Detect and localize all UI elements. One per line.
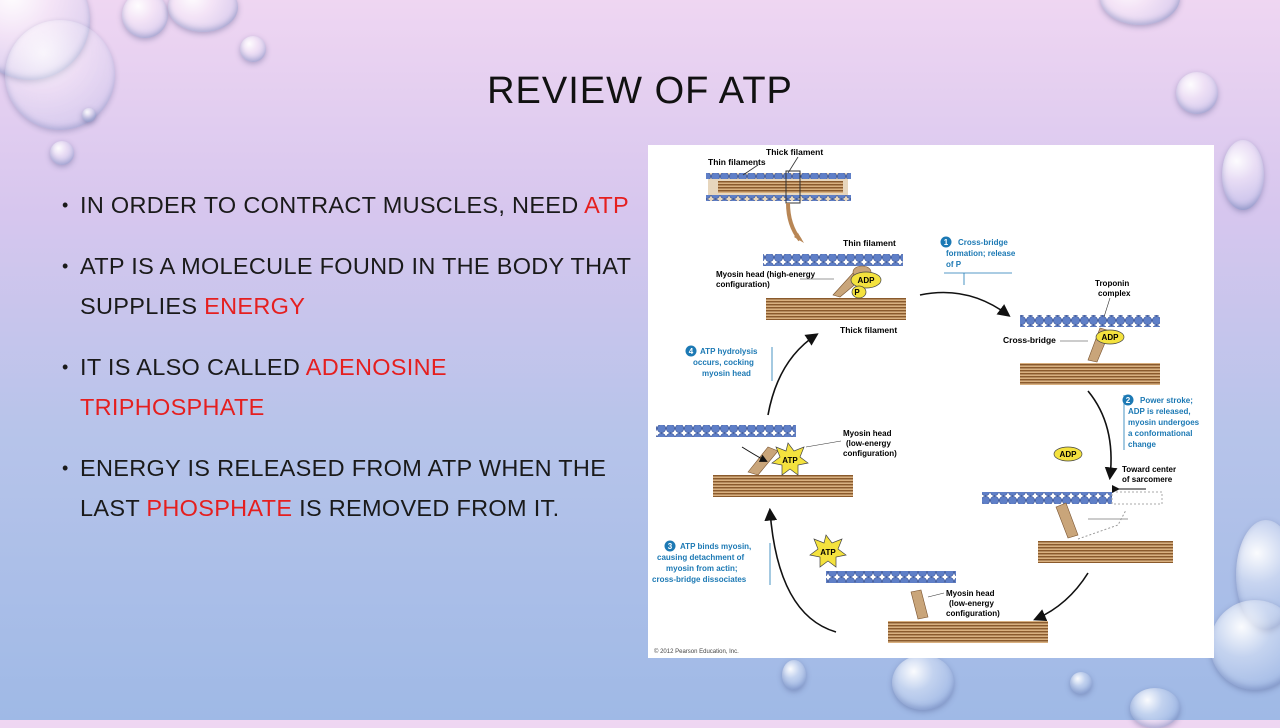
cross-bridge-cycle-figure: Thick filament Thin filaments ADP P Thin…: [648, 145, 1214, 658]
pi-badge: P: [854, 288, 860, 297]
label-thick-filament: Thick filament: [840, 325, 897, 335]
bubble-decoration: [782, 660, 806, 690]
svg-text:ATP binds myosin,: ATP binds myosin,: [680, 542, 751, 551]
step-2-caption: 2 Power stroke; ADP is released, myosin …: [1122, 394, 1200, 450]
svg-text:myosin undergoes: myosin undergoes: [1128, 418, 1200, 427]
bubble-decoration: [1130, 688, 1180, 728]
svg-text:change: change: [1128, 440, 1157, 449]
label-thick-filament-top: Thick filament: [766, 147, 823, 157]
svg-text:causing detachment of: causing detachment of: [657, 553, 744, 562]
adp-badge: ADP: [858, 276, 876, 285]
label-toward-center-2: of sarcomere: [1122, 475, 1173, 484]
svg-text:of P: of P: [946, 260, 962, 269]
bubble-decoration: [892, 655, 954, 710]
cross-bridge-cycle-diagram: Thick filament Thin filaments ADP P Thin…: [652, 147, 1200, 655]
svg-text:cross-bridge dissociates: cross-bridge dissociates: [652, 575, 747, 584]
stage-atp-hydrolysis: ATP Myosin head (low-energy configuratio…: [656, 425, 897, 497]
bubble-decoration: [1222, 140, 1264, 210]
stage-cross-bridge-attached: ADP Troponin complex Cross-bridge: [1003, 279, 1160, 385]
svg-text:Power stroke;: Power stroke;: [1140, 396, 1193, 405]
label-troponin-1: Troponin: [1095, 279, 1129, 288]
svg-text:occurs, cocking: occurs, cocking: [693, 358, 754, 367]
label-myosin-high-1: Myosin head (high-energy: [716, 270, 816, 279]
adp-badge: ADP: [1060, 450, 1078, 459]
label-toward-center-1: Toward center: [1122, 465, 1176, 474]
label-troponin-2: complex: [1098, 289, 1131, 298]
label-thin-filaments: Thin filaments: [708, 157, 766, 167]
label-thin-filament: Thin filament: [843, 238, 896, 248]
bubble-decoration: [1210, 600, 1280, 690]
bullet-item: •It is also called adenosine triphosphat…: [62, 347, 637, 427]
bubble-decoration: [240, 36, 266, 62]
highlight-term: energy: [204, 293, 306, 319]
stage-power-stroke: Toward center of sarcomere ADP: [982, 446, 1176, 563]
bullet-item: •In order to contract muscles, need ATP: [62, 185, 637, 225]
bullet-dot-icon: •: [62, 357, 69, 377]
bubble-decoration: [122, 0, 168, 38]
svg-text:3: 3: [668, 542, 673, 551]
bubble-decoration: [1100, 0, 1180, 25]
svg-text:a conformational: a conformational: [1128, 429, 1192, 438]
highlight-term: adenosine triphosphate: [80, 354, 447, 420]
adp-badge: ADP: [1102, 333, 1120, 342]
bubble-decoration: [168, 0, 238, 32]
bubble-decoration: [1070, 672, 1092, 694]
highlight-term: ATP: [584, 192, 629, 218]
svg-text:ATP hydrolysis: ATP hydrolysis: [700, 347, 758, 356]
svg-text:4: 4: [689, 347, 694, 356]
svg-text:ADP is released,: ADP is released,: [1128, 407, 1191, 416]
step-1-caption: 1 Cross-bridge formation; release of P: [940, 236, 1016, 285]
bullet-dot-icon: •: [62, 195, 69, 215]
stage-cross-bridge-ready: ADP P Thin filament Myosin head (high-en…: [716, 238, 906, 335]
atp-badge: ATP: [782, 456, 798, 465]
svg-text:myosin head: myosin head: [702, 369, 751, 378]
copyright-note: © 2012 Pearson Education, Inc.: [654, 648, 739, 655]
step-4-caption: 4 ATP hydrolysis occurs, cocking myosin …: [685, 345, 773, 381]
svg-text:myosin from actin;: myosin from actin;: [666, 564, 738, 573]
label-cross-bridge: Cross-bridge: [1003, 335, 1056, 345]
svg-text:1: 1: [944, 238, 949, 247]
slide-title: REVIEW OF ATP: [487, 70, 793, 112]
step-3-caption: 3 ATP binds myosin, causing detachment o…: [652, 540, 771, 585]
bubble-decoration: [50, 141, 74, 165]
bullet-list: •In order to contract muscles, need ATP …: [62, 185, 637, 549]
bubble-decoration: [5, 20, 115, 130]
bubble-decoration: [82, 108, 96, 122]
sarcomere-thumbnail: Thick filament Thin filaments: [706, 147, 851, 243]
stage-atp-binds: Myosin head (low-energy configuration) A…: [809, 534, 1048, 643]
atp-badge: ATP: [820, 548, 836, 557]
cycle-arrows: [764, 291, 1118, 633]
label-myosin-low-a2: (low-energy: [846, 439, 891, 448]
bullet-item: •Energy is released from ATP when the la…: [62, 448, 637, 528]
bullet-dot-icon: •: [62, 256, 69, 276]
svg-text:Cross-bridge: Cross-bridge: [958, 238, 1008, 247]
highlight-term: phosphate: [146, 495, 293, 521]
label-myosin-low-b1: Myosin head: [946, 589, 995, 598]
label-myosin-high-2: configuration): [716, 280, 770, 289]
bubble-decoration: [1176, 72, 1218, 114]
svg-text:formation; release: formation; release: [946, 249, 1016, 258]
label-myosin-low-b2: (low-energy: [949, 599, 994, 608]
label-myosin-low-b3: configuration): [946, 609, 1000, 618]
bullet-item: •ATP is a molecule found in the body tha…: [62, 246, 637, 326]
label-myosin-low-a1: Myosin head: [843, 429, 892, 438]
bullet-dot-icon: •: [62, 458, 69, 478]
svg-text:2: 2: [1126, 396, 1131, 405]
label-myosin-low-a3: configuration): [843, 449, 897, 458]
